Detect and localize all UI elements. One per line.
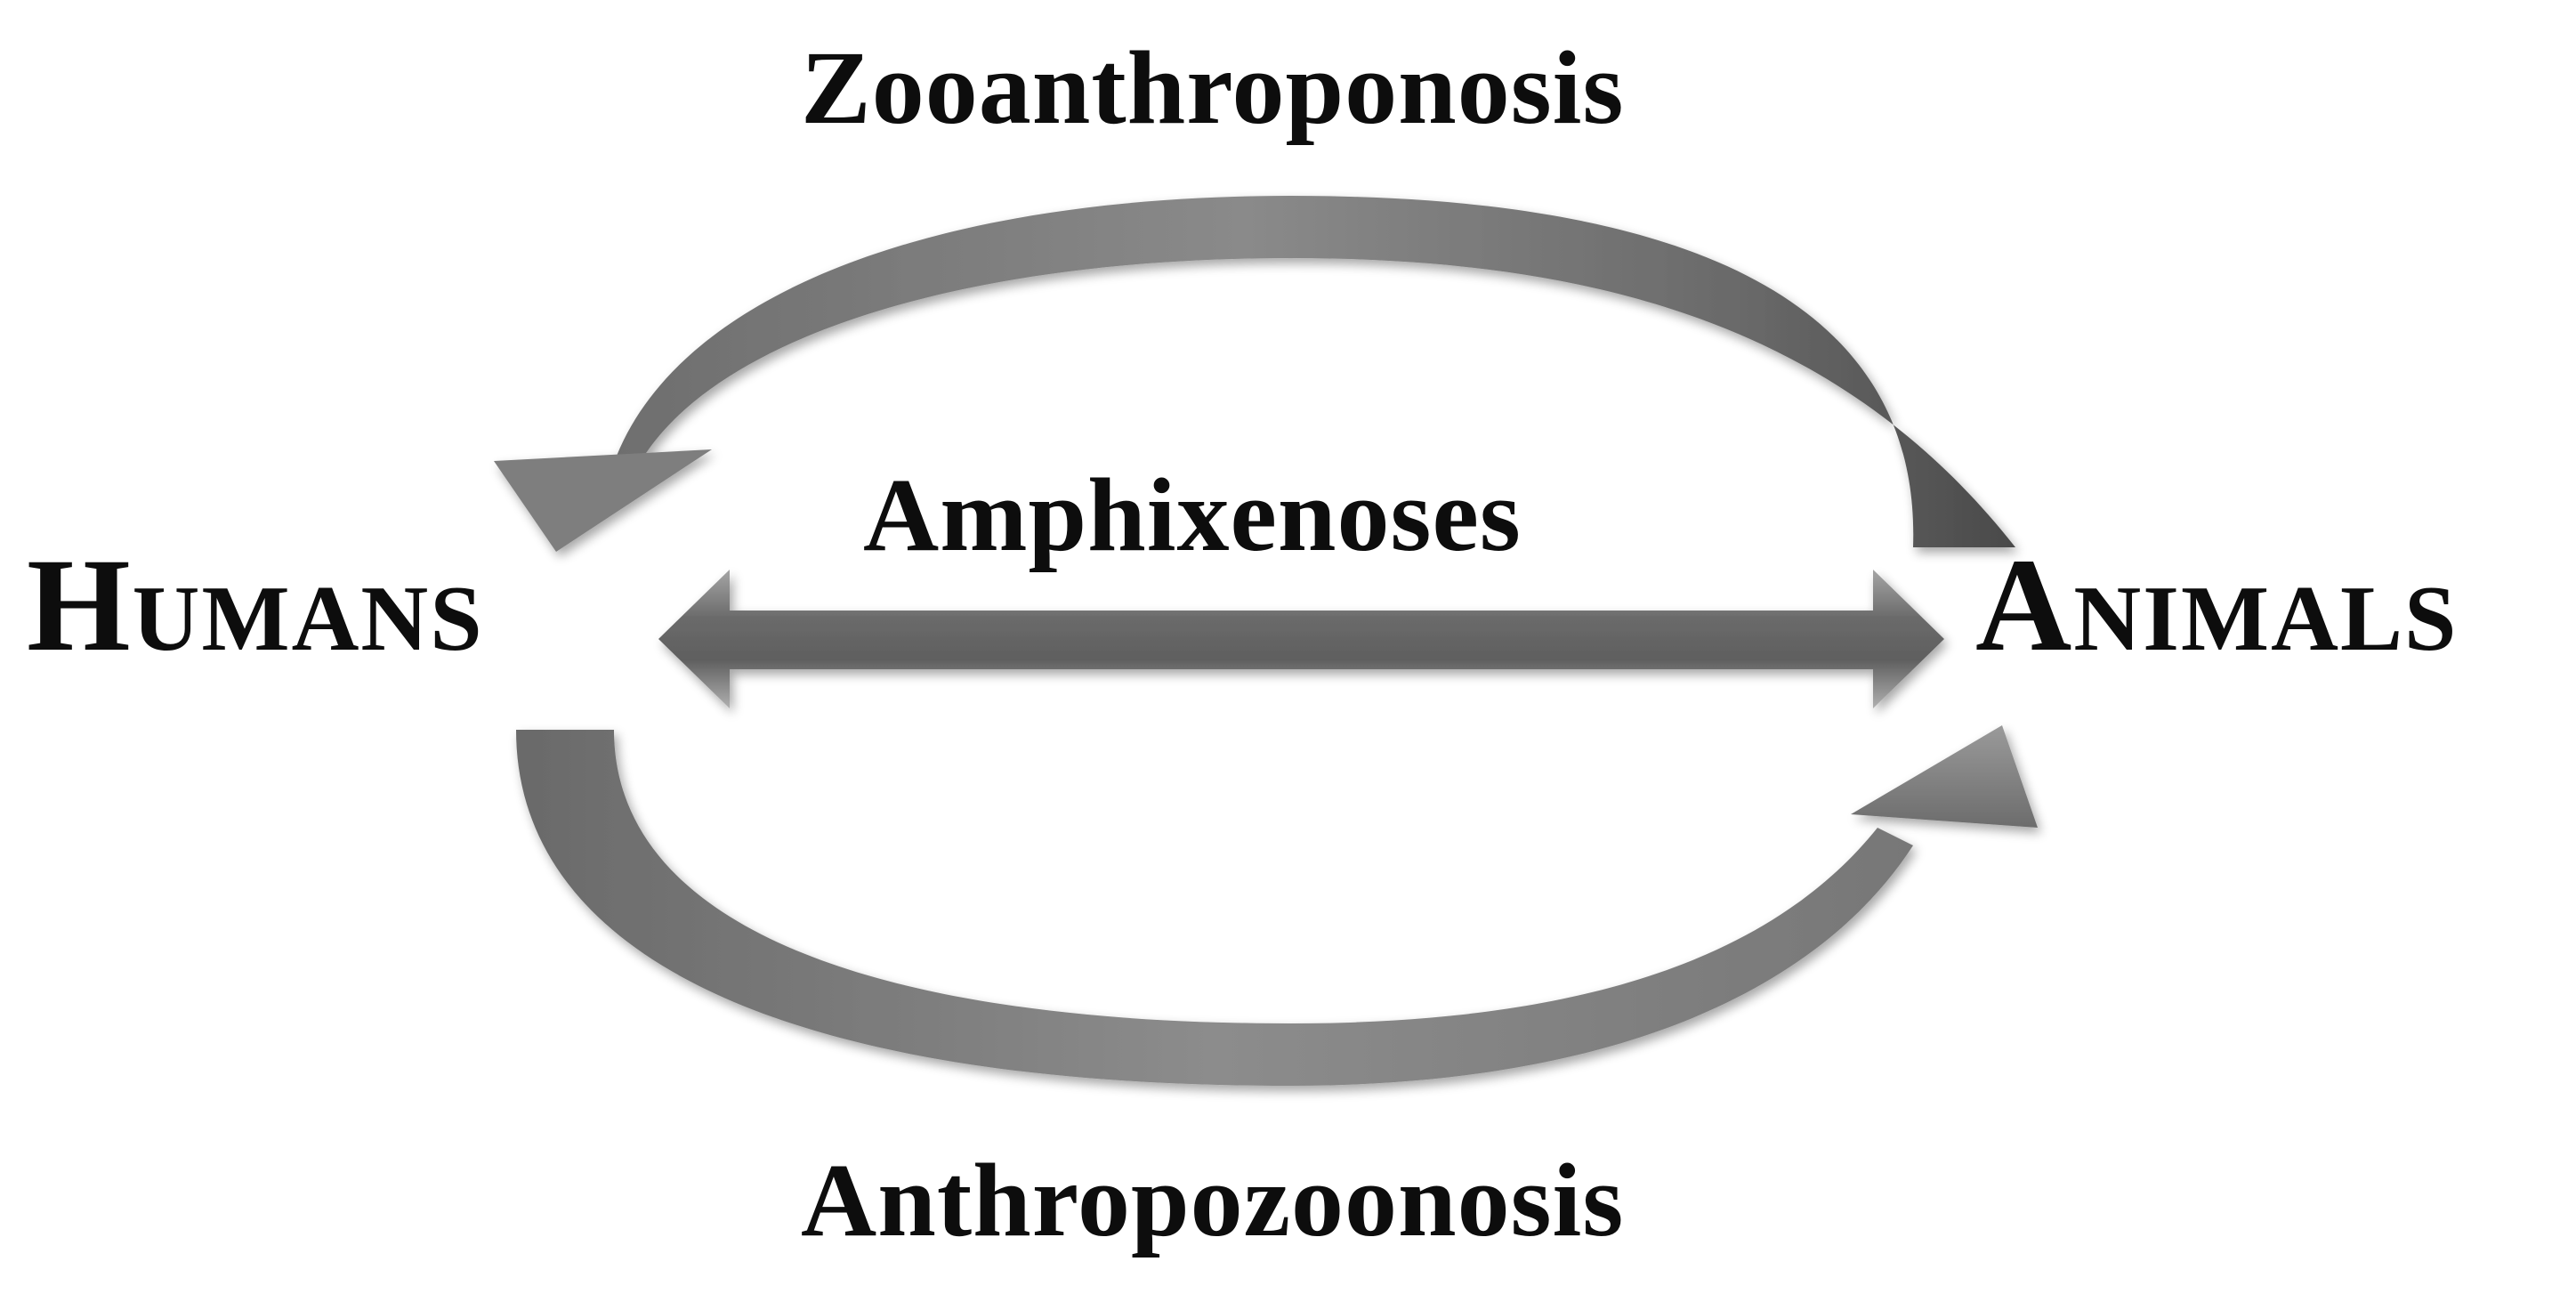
anthropozoonosis-label: Anthropozoonosis — [801, 1142, 1625, 1258]
zooanthroponosis-label: Zooanthroponosis — [801, 29, 1625, 146]
zooanthroponosis-arrow — [494, 196, 2015, 552]
amphixenoses-label: Amphixenoses — [863, 457, 1522, 573]
anthropozoonosis-arrow — [516, 725, 2038, 1086]
amphixenoses-arrow — [658, 570, 1944, 708]
humans-node-label: Humans — [27, 531, 484, 679]
animals-node-label: Animals — [1975, 531, 2459, 679]
